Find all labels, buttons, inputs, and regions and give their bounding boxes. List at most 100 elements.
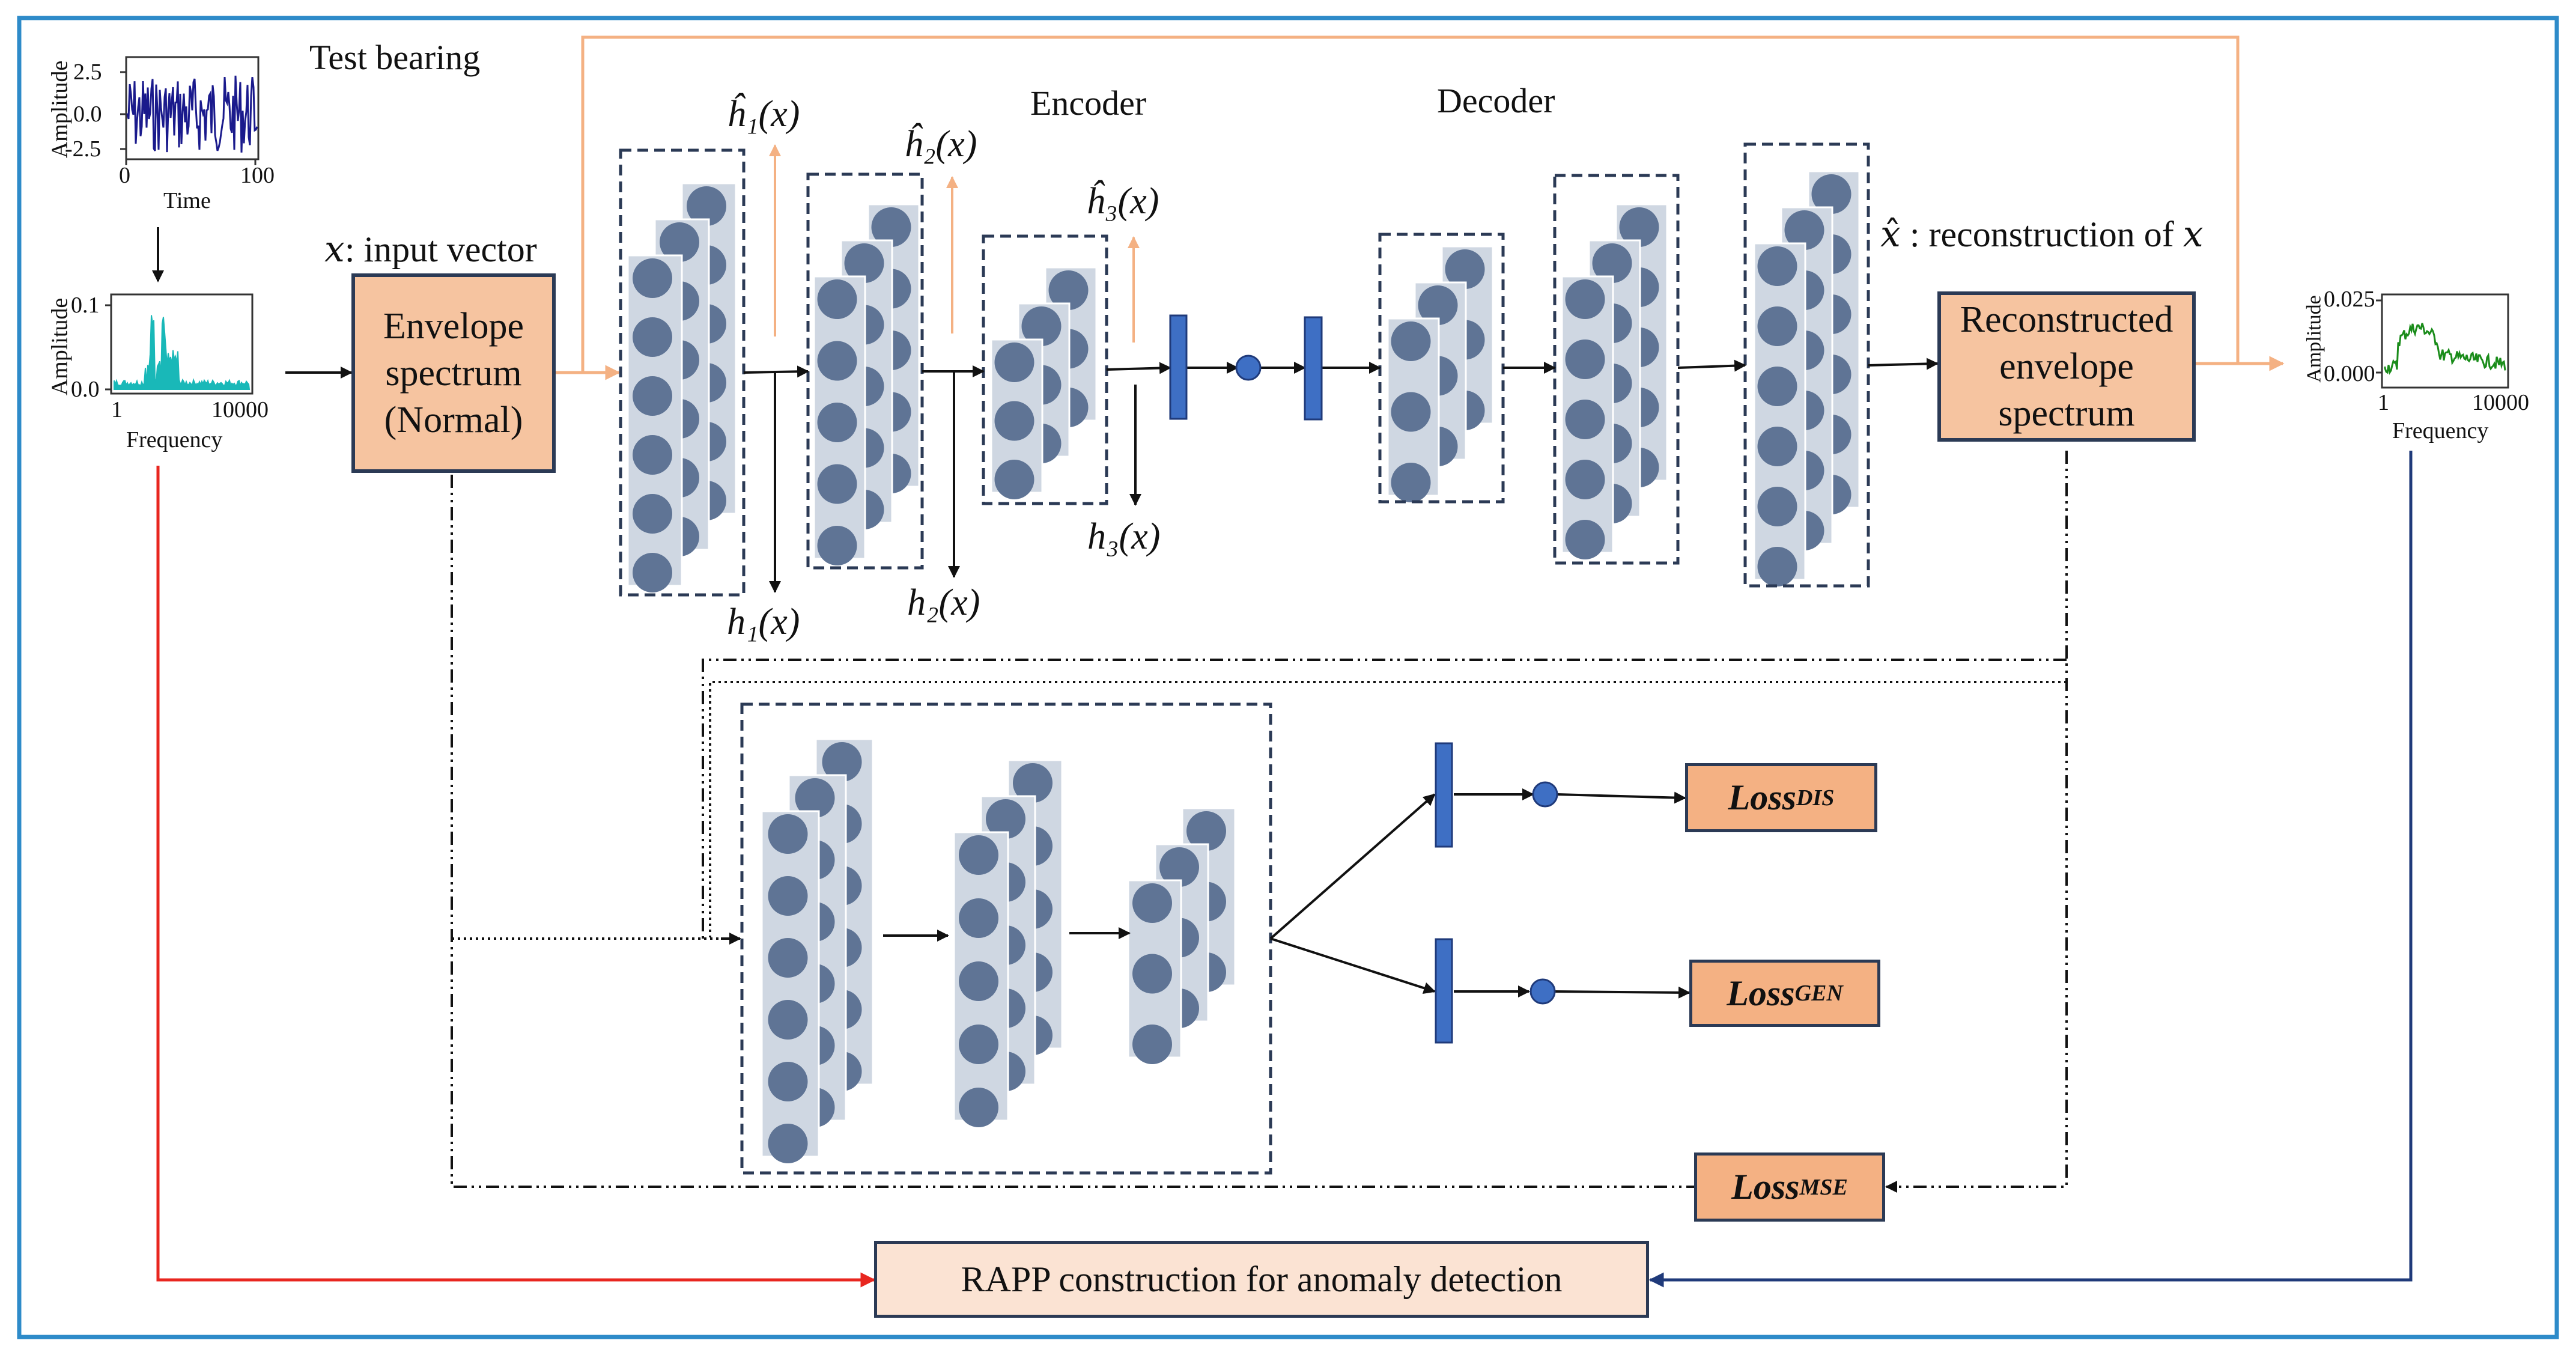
neuron (1565, 460, 1605, 499)
loss-gen-sub: GEN (1794, 981, 1843, 1006)
time-signal-plot (120, 56, 260, 165)
layer-panel (1753, 242, 1806, 581)
output-xtick-start: 1 (2378, 390, 2389, 415)
neuron (959, 1088, 998, 1127)
output-signal-plot (2376, 293, 2509, 389)
h3-label: h₃(x) (1087, 516, 1161, 557)
neuron (633, 258, 672, 298)
loss-dis-sub: DIS (1796, 785, 1835, 811)
time-xtick-end: 100 (240, 163, 275, 188)
time-ytick-mid: 0.0 (73, 102, 102, 127)
time-signal-trace (126, 75, 258, 153)
neuron (1757, 427, 1797, 466)
loss-dis-base: Loss (1728, 778, 1796, 817)
neuron (1565, 400, 1605, 439)
input-vector-label: 𝑥: input vector (324, 230, 537, 269)
neuron (817, 464, 857, 504)
neuron (959, 835, 998, 875)
neuron (1757, 246, 1797, 286)
navy-line-to-rapp (1653, 451, 2413, 1282)
neuron (844, 243, 884, 283)
neuron (817, 341, 857, 381)
test-bearing-title: Test bearing (309, 38, 481, 77)
output-ylabel: Amplitude (2303, 295, 2325, 383)
frequency-signal-plot (105, 293, 254, 395)
h1-hat-label: ĥ₁(x) (727, 94, 800, 135)
neuron (959, 898, 998, 938)
neuron (633, 553, 672, 592)
network-layers (627, 170, 1861, 1163)
neuron (768, 1062, 808, 1101)
neuron (768, 814, 808, 854)
reconstructed-spectrum-box: Reconstructed envelope spectrum (1937, 291, 2196, 442)
neuron (986, 799, 1025, 839)
neuron (1159, 847, 1199, 887)
neuron (1132, 1025, 1172, 1064)
output-xlabel: Frequency (2392, 418, 2489, 443)
rapp-box: RAPP construction for anomaly detection (874, 1241, 1649, 1318)
neuron (1757, 547, 1797, 586)
neuron (633, 494, 672, 534)
neuron (1186, 811, 1226, 851)
output-ytick-bottom: 0.000 (2324, 361, 2375, 386)
encoder-title: Encoder (1030, 84, 1147, 123)
neuron (795, 778, 835, 818)
neuron (633, 376, 672, 416)
output-signal-trace (2384, 323, 2506, 375)
neuron (1757, 367, 1797, 406)
reconstruction-label: 𝑥̂ : reconstruction of 𝑥 (1880, 215, 2204, 254)
h3-hat-label: ĥ₃(x) (1086, 181, 1159, 222)
neuron (1565, 279, 1605, 319)
loss-mse-sub: MSE (1799, 1174, 1848, 1200)
time-xtick-start: 0 (119, 163, 130, 188)
neuron (1048, 270, 1089, 310)
neuron (1619, 207, 1659, 247)
discriminator-bar-2 (1435, 938, 1453, 1044)
neuron (1013, 763, 1053, 803)
layer-panel (761, 810, 820, 1158)
neuron (768, 1124, 808, 1163)
neuron (817, 279, 857, 319)
neuron (687, 186, 726, 226)
neuron (1132, 883, 1172, 923)
neuron (822, 742, 862, 782)
neuron (660, 222, 699, 262)
discriminator-arrows (883, 788, 1690, 999)
neuron (994, 460, 1034, 499)
discriminator-node-1 (1532, 781, 1558, 808)
red-line-to-rapp (156, 466, 871, 1282)
output-ytick-top: 0.025 (2324, 287, 2375, 312)
neuron (1784, 210, 1824, 250)
hidden-representation-arrows (769, 144, 1141, 593)
latent-node (1235, 355, 1262, 381)
discriminator-bar-1 (1435, 742, 1453, 848)
freq-xlabel: Frequency (126, 427, 223, 452)
neuron (994, 343, 1034, 382)
neuron (1445, 249, 1485, 289)
h1-label: h₁(x) (727, 601, 800, 642)
neuron (1757, 487, 1797, 526)
time-xlabel: Time (163, 188, 211, 213)
neuron (817, 526, 857, 565)
neuron (959, 1025, 998, 1064)
neuron (1418, 285, 1458, 325)
neuron (1592, 243, 1632, 283)
neuron (1565, 520, 1605, 559)
envelope-spectrum-box: Envelope spectrum (Normal) (351, 273, 556, 473)
neuron (994, 401, 1034, 441)
neuron (1565, 340, 1605, 379)
layer-panel (627, 254, 683, 587)
time-ytick-top: 2.5 (73, 59, 102, 85)
neuron (633, 435, 672, 475)
outer-frame (17, 16, 2559, 1339)
latent-bar-2 (1304, 316, 1323, 421)
neuron (1391, 392, 1431, 432)
discriminator-node-2 (1530, 978, 1556, 1005)
neuron (959, 961, 998, 1001)
neuron (768, 1000, 808, 1040)
neuron (1391, 321, 1431, 361)
time-ylabel: Amplitude (47, 60, 73, 159)
